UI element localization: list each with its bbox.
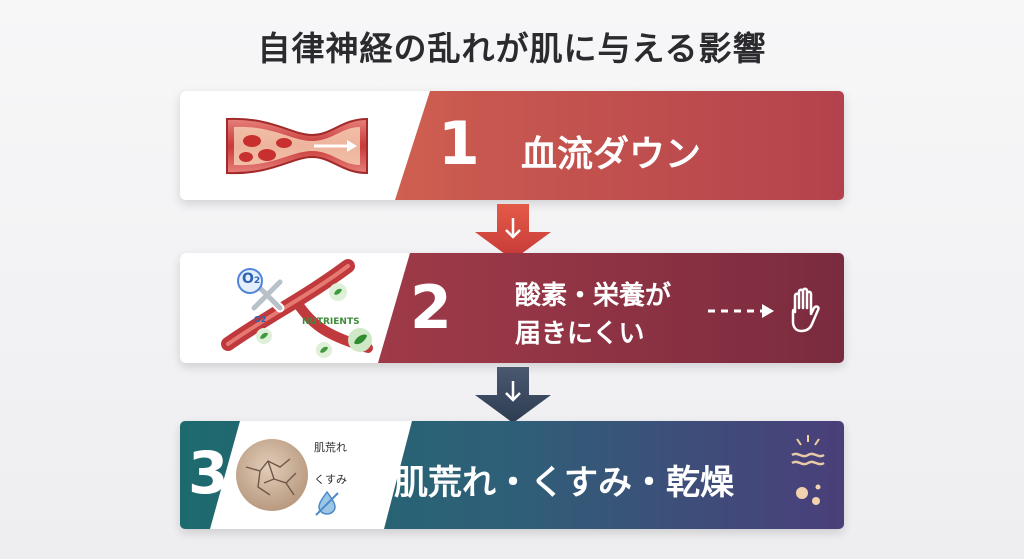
step-2-panel: O2 O2 NUTRIENTS 2 酸素・栄養が 届きにくい — [180, 253, 844, 363]
blood-vessel-icon — [226, 117, 368, 175]
page-title: 自律神経の乱れが肌に与える影響 — [257, 29, 767, 68]
oxygen-bubble-icon — [237, 268, 263, 294]
nutrients-label: NUTRIENTS — [302, 317, 360, 327]
step-2-label-line2: 届きにくい — [515, 319, 645, 349]
step-3-label: 肌荒れ・くすみ・乾燥 — [394, 463, 734, 503]
step-3-panel: 3 肌荒れ くすみ 肌荒れ・くすみ・乾燥 — [180, 421, 844, 529]
step-1-panel: 1 血流ダウン — [180, 91, 844, 200]
hand-stop-icon — [791, 287, 820, 333]
step-3-number: 3 — [188, 439, 229, 507]
dry-skin-icon — [236, 439, 308, 511]
tag-dullness: くすみ — [314, 473, 347, 486]
step-1-number: 1 — [438, 109, 480, 179]
step-2-number: 2 — [410, 273, 452, 343]
down-arrow-1 — [475, 204, 551, 260]
tag-rough-skin: 肌荒れ — [314, 441, 347, 454]
dashed-arrow-icon — [708, 304, 774, 318]
heat-wave-icon — [791, 435, 825, 466]
o2-subscript: 2 — [253, 276, 261, 286]
oxygen-small-label: O2 — [254, 315, 267, 324]
down-arrow-2 — [475, 367, 551, 423]
sparkle-dots-icon — [796, 484, 821, 505]
oxygen-large-label: O2 — [242, 271, 260, 287]
step-2-label-line1: 酸素・栄養が — [515, 281, 672, 311]
step-1-label: 血流ダウン — [521, 134, 702, 175]
no-water-icon — [315, 490, 339, 516]
o2-symbol: O — [242, 271, 254, 287]
